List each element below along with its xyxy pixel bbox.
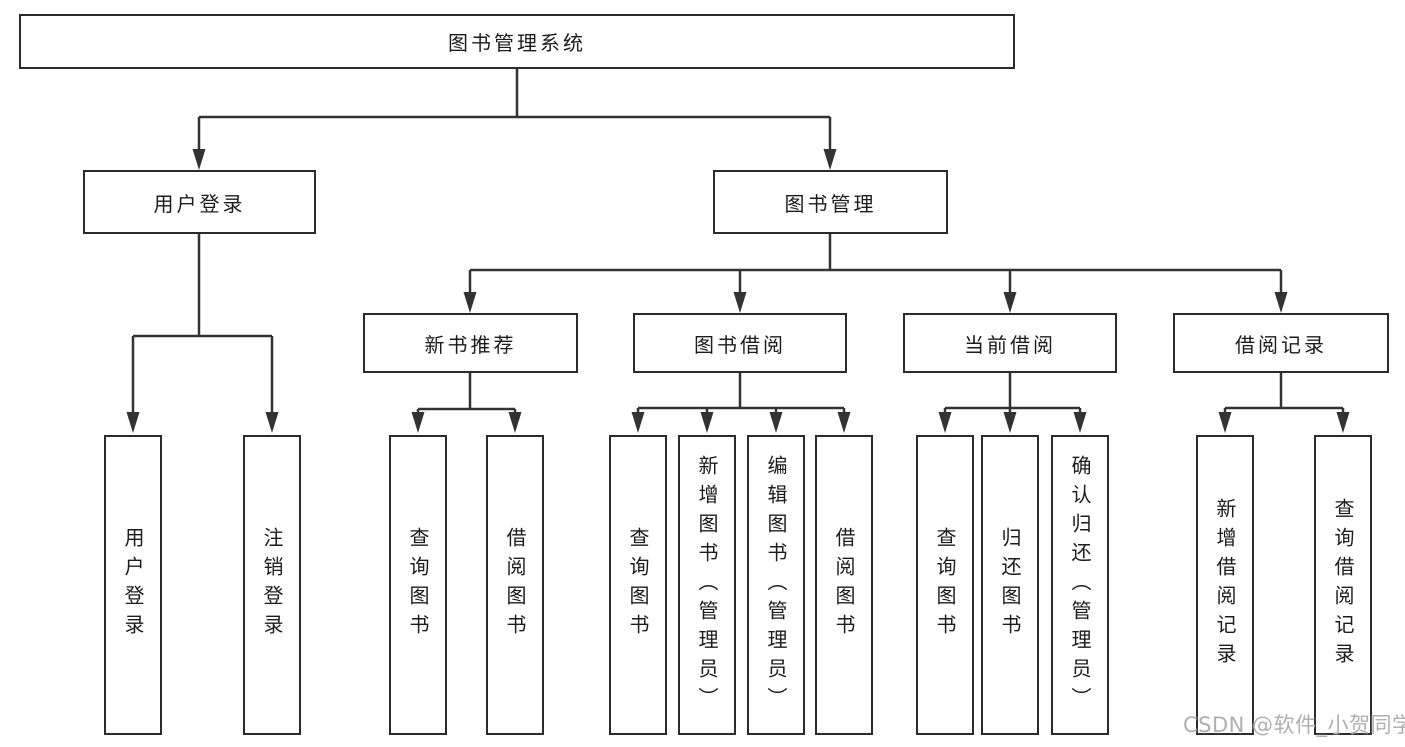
leaf-borrow-books-borrowing: 借阅图书 [815,435,873,735]
leaf-add-books-admin: 新增图书（管理员） [678,435,736,735]
connector-root [197,69,832,152]
leaf-borrow-books-recommend: 借阅图书 [486,435,544,735]
connector-book-management [468,234,1283,294]
arrowhead [1336,412,1350,433]
arrowhead [1274,292,1288,313]
leaf-query-books-borrowing: 查询图书 [609,435,667,735]
connector-current-borrowing [943,373,1082,414]
leaf-return-books: 归还图书 [981,435,1039,735]
leaf-user-login: 用户登录 [104,435,162,735]
leaf-add-borrow-record: 新增借阅记录 [1196,435,1254,735]
arrowhead [823,149,837,170]
connector-book-borrowing [636,373,846,414]
connector-user-login [131,234,274,414]
arrowhead [1073,412,1087,433]
leaf-logout: 注销登录 [243,435,301,735]
arrowhead [700,412,714,433]
arrowhead [938,412,952,433]
arrowhead [1003,412,1017,433]
node-library-system: 图书管理系统 [19,14,1015,69]
connector-new-book-recommend [416,373,517,414]
arrowhead [508,412,522,433]
leaf-query-borrow-record: 查询借阅记录 [1314,435,1372,735]
connector-borrowing-records [1223,373,1345,414]
node-current-borrowing: 当前借阅 [903,313,1117,373]
arrowhead [769,412,783,433]
leaf-edit-books-admin: 编辑图书（管理员） [747,435,805,735]
arrowhead [265,412,279,433]
arrowhead [126,412,140,433]
watermark: CSDN @软件_小贺同学 [1183,713,1405,737]
node-book-borrowing: 图书借阅 [633,313,847,373]
arrowhead [837,412,851,433]
arrowhead [1003,292,1017,313]
node-book-management: 图书管理 [713,170,948,234]
leaf-query-books-current: 查询图书 [916,435,974,735]
arrowhead [733,292,747,313]
arrowhead [1218,412,1232,433]
node-borrowing-records: 借阅记录 [1173,313,1389,373]
node-user-login: 用户登录 [83,170,316,234]
arrowhead [463,292,477,313]
arrowhead [192,149,206,170]
arrowhead [631,412,645,433]
node-new-book-recommend: 新书推荐 [363,313,578,373]
leaf-confirm-return-admin: 确认归还（管理员） [1051,435,1109,735]
arrowhead [411,412,425,433]
leaf-query-books-recommend: 查询图书 [389,435,447,735]
